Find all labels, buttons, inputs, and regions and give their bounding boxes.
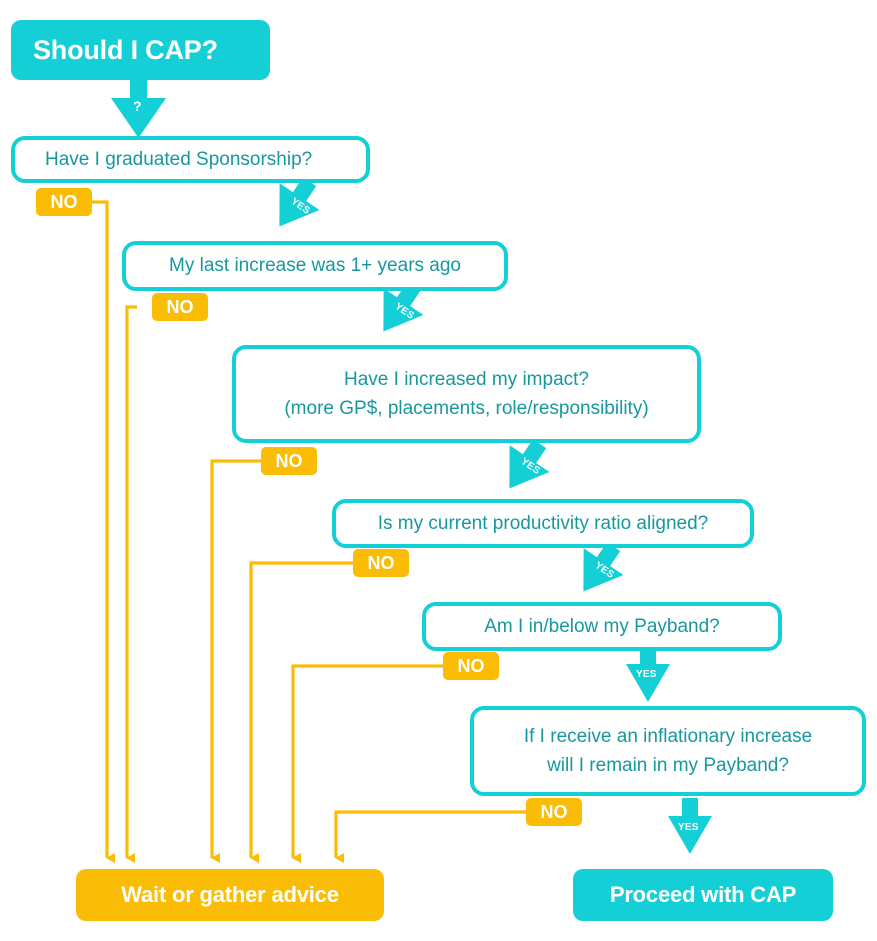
start-node-label: Should I CAP? — [33, 34, 218, 65]
start-node[interactable]: Should I CAP? — [11, 20, 270, 80]
no-badge-graduated-label: NO — [50, 191, 78, 212]
decision-impact-label-line2: (more GP$, placements, role/responsibili… — [284, 398, 649, 419]
no-badge-graduated[interactable]: NO — [36, 188, 92, 216]
decision-productivity[interactable]: Is my current productivity ratio aligned… — [332, 499, 754, 548]
no-path-graduated — [92, 200, 115, 863]
yes-arrow-inflationary — [668, 798, 712, 854]
decision-graduated-label: Have I graduated Sponsorship? — [45, 148, 313, 170]
no-badge-productivity[interactable]: NO — [353, 549, 409, 577]
yes-arrow-productivity — [583, 545, 624, 592]
no-badge-last-increase-label: NO — [166, 296, 194, 317]
no-badge-impact[interactable]: NO — [261, 447, 317, 475]
no-badge-impact-label: NO — [275, 450, 303, 471]
decision-inflationary[interactable]: If I receive an inflationary increase wi… — [470, 706, 866, 796]
decision-impact-label-line1: Have I increased my impact? — [344, 368, 589, 390]
decision-inflationary-label-line1: If I receive an inflationary increase — [523, 725, 813, 747]
yes-arrow-last-increase — [383, 285, 424, 332]
no-badge-last-increase[interactable]: NO — [152, 293, 208, 321]
decision-impact[interactable]: Have I increased my impact? (more GP$, p… — [232, 345, 701, 443]
decision-graduated[interactable]: Have I graduated Sponsorship? — [11, 136, 370, 183]
no-badge-inflationary[interactable]: NO — [526, 798, 582, 826]
yes-arrow-graduated — [279, 180, 320, 227]
question-arrow — [111, 76, 166, 138]
decision-inflationary-label-line2: will I remain in my Payband? — [547, 755, 789, 776]
no-badge-productivity-label: NO — [367, 552, 395, 573]
no-badge-payband-label: NO — [457, 655, 485, 676]
outcome-proceed-with-cap[interactable]: Proceed with CAP — [573, 869, 833, 921]
no-path-inflationary — [334, 810, 527, 863]
outcome-wait-label: Wait or gather advice — [121, 882, 339, 907]
no-path-last-increase — [125, 305, 137, 863]
outcome-wait-or-gather-advice[interactable]: Wait or gather advice — [76, 869, 384, 921]
decision-last-increase-label: My last increase was 1+ years ago — [169, 255, 461, 277]
yes-arrow-payband — [626, 648, 670, 702]
no-badge-inflationary-label: NO — [540, 801, 568, 822]
decision-last-increase[interactable]: My last increase was 1+ years ago — [122, 241, 508, 291]
decision-productivity-label: Is my current productivity ratio aligned… — [377, 512, 709, 534]
decision-payband[interactable]: Am I in/below my Payband? — [422, 602, 782, 651]
outcome-proceed-label: Proceed with CAP — [609, 882, 797, 907]
decision-payband-label: Am I in/below my Payband? — [484, 615, 720, 637]
no-path-productivity — [249, 561, 354, 863]
yes-arrow-impact — [509, 442, 550, 489]
no-path-payband — [291, 664, 444, 863]
no-badge-payband[interactable]: NO — [443, 652, 499, 680]
no-path-impact — [210, 459, 262, 863]
